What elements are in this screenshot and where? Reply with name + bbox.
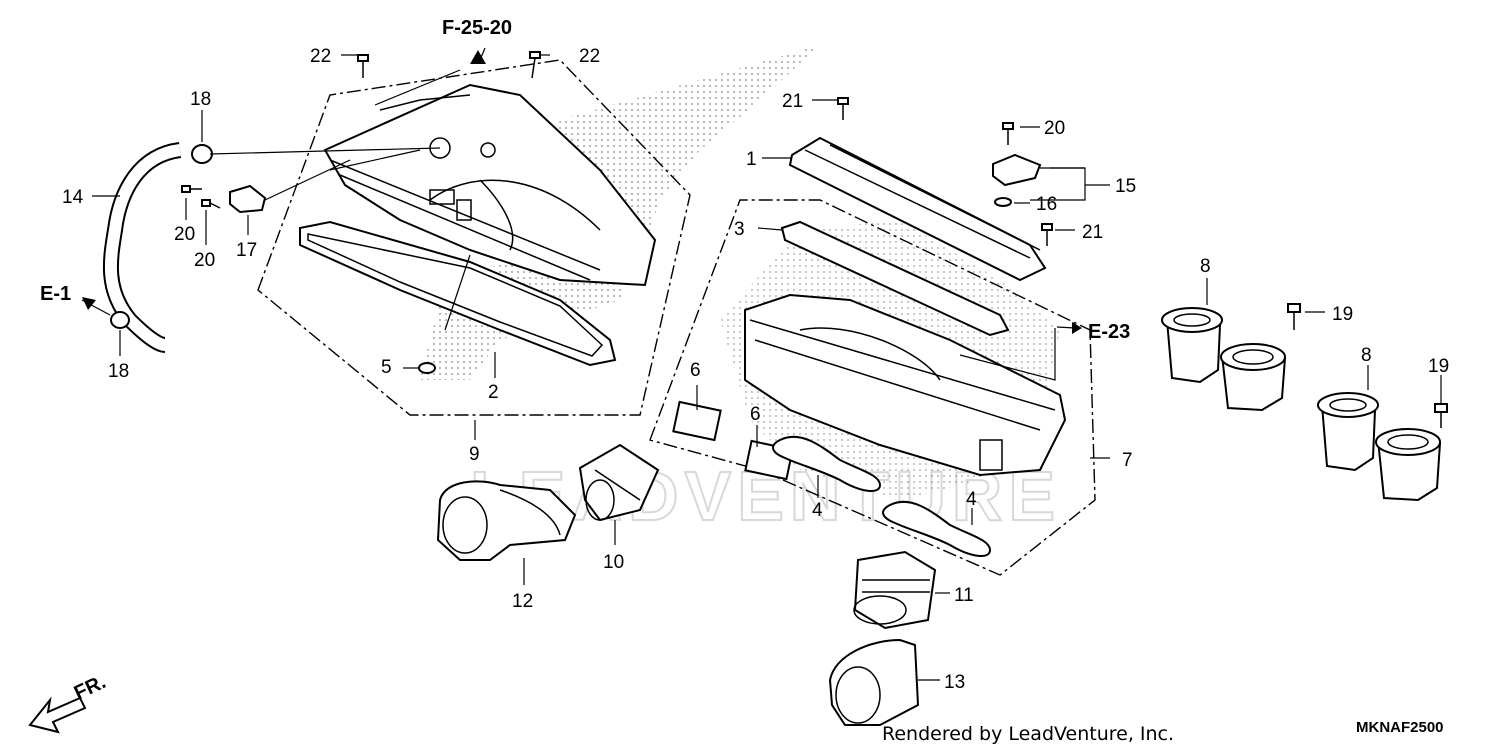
label-part-18-a: 18 — [190, 89, 211, 110]
label-part-12: 12 — [512, 591, 533, 612]
screw-22-left — [357, 54, 369, 78]
diagram-code: MKNAF2500 — [1356, 719, 1444, 736]
screw-20-a — [181, 185, 202, 193]
label-part-7: 7 — [1122, 450, 1133, 471]
gasket-4-b — [882, 500, 992, 557]
sensor-15 — [992, 153, 1042, 187]
label-part-2: 2 — [488, 382, 499, 403]
screw-19-b — [1434, 403, 1448, 428]
label-part-13: 13 — [944, 672, 965, 693]
ref-e-23: E-23 — [1088, 321, 1130, 343]
label-part-4-b: 4 — [966, 489, 977, 510]
air-cleaner-case-7 — [744, 293, 1067, 477]
label-part-20-b: 20 — [194, 250, 215, 271]
label-part-19-a: 19 — [1332, 304, 1353, 325]
label-part-22-a: 22 — [310, 46, 331, 67]
arrow-f2520 — [470, 50, 486, 64]
label-part-8-a: 8 — [1200, 256, 1211, 277]
air-funnel-8-a — [1161, 307, 1287, 412]
assembly-outline-9 — [257, 59, 691, 416]
label-part-20-a: 20 — [174, 224, 195, 245]
label-part-15: 15 — [1115, 176, 1136, 197]
label-part-16: 16 — [1036, 194, 1057, 215]
label-part-9: 9 — [469, 444, 480, 465]
sensor-17 — [229, 184, 267, 214]
label-part-21-a: 21 — [782, 91, 803, 112]
o-ring-16 — [994, 197, 1012, 207]
label-part-14: 14 — [62, 187, 84, 208]
gasket-3 — [780, 220, 1010, 337]
label-part-8-b: 8 — [1361, 345, 1372, 366]
intake-duct-12 — [436, 480, 577, 561]
ref-f-25-20: F-25-20 — [442, 17, 512, 39]
air-cleaner-upper-cover — [323, 83, 657, 287]
o-ring-5 — [418, 362, 436, 374]
arrow-e1 — [82, 297, 96, 310]
label-part-11: 11 — [954, 585, 974, 606]
intake-duct-13 — [828, 638, 920, 726]
screw-21-right — [1041, 223, 1053, 246]
rendered-by-text: Rendered by LeadVenture, Inc. — [882, 723, 1174, 745]
front-arrow-icon — [28, 696, 87, 734]
assembly-outline-7 — [649, 199, 1096, 576]
label-part-5: 5 — [381, 357, 392, 378]
label-part-19-b: 19 — [1428, 356, 1449, 377]
hose-clamp-18-top — [191, 144, 213, 164]
ref-e-1: E-1 — [40, 283, 71, 305]
intake-duct-10 — [578, 443, 660, 522]
label-part-20-c: 20 — [1044, 118, 1065, 139]
gasket-4-a — [772, 435, 882, 492]
label-part-21-b: 21 — [1082, 222, 1103, 243]
label-part-22-b: 22 — [579, 46, 600, 67]
screw-20-top — [1002, 122, 1014, 145]
label-part-18-b: 18 — [108, 361, 129, 382]
label-part-6-a: 6 — [690, 360, 701, 381]
air-funnel-8-b — [1317, 392, 1442, 502]
label-part-4-a: 4 — [812, 500, 823, 521]
screw-19-a — [1287, 303, 1301, 330]
hose-clamp-18-bottom — [110, 311, 130, 329]
screw-20-b — [201, 199, 221, 209]
label-part-6-b: 6 — [750, 404, 761, 425]
screw-21-top — [837, 97, 849, 120]
label-part-3: 3 — [734, 219, 745, 240]
arrow-e23 — [1072, 322, 1082, 334]
seal-6-a — [672, 400, 722, 442]
label-part-17: 17 — [236, 240, 257, 261]
label-part-1: 1 — [746, 149, 757, 170]
intake-duct-11 — [853, 550, 937, 630]
label-part-10: 10 — [603, 552, 624, 573]
